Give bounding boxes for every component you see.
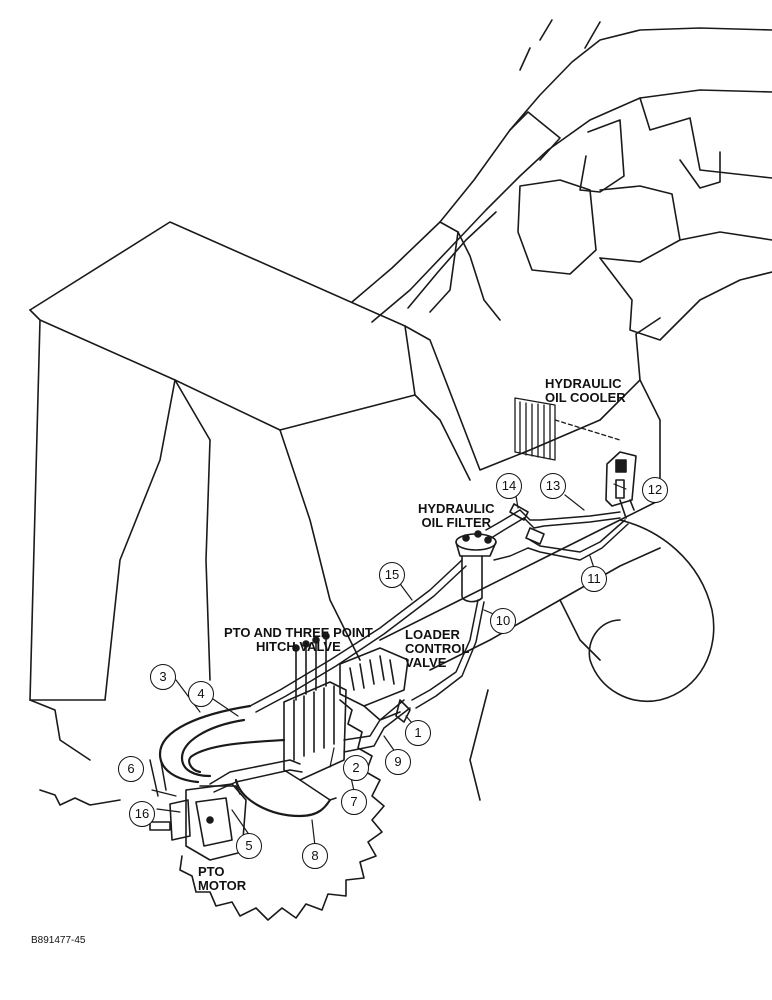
rear-wheel-right-outline [588, 519, 715, 702]
tractor-hood-outline [29, 221, 601, 701]
callout-9: 9 [385, 749, 411, 775]
loader-boom-outline [351, 19, 772, 341]
callout-4: 4 [188, 681, 214, 707]
hose-15 [249, 559, 463, 707]
loader-valve-shape [339, 647, 411, 723]
callout-6: 6 [118, 756, 144, 782]
label-hydraulic-oil-filter: HYDRAULIC OIL FILTER [418, 501, 495, 530]
callout-1: 1 [405, 720, 431, 746]
hose-10 [411, 599, 479, 701]
hoses-3-4 [158, 704, 286, 784]
callout-16: 16 [129, 801, 155, 827]
fitting-block-12 [605, 451, 637, 519]
fittings-14 [509, 503, 545, 545]
oil-filter-shape [455, 530, 497, 603]
callout-10: 10 [490, 608, 516, 634]
callout-8: 8 [302, 843, 328, 869]
callout-3: 3 [150, 664, 176, 690]
hose-8 [234, 778, 332, 818]
callout-15: 15 [379, 562, 405, 588]
callout-7: 7 [341, 789, 367, 815]
callout-13: 13 [540, 473, 566, 499]
callout-11: 11 [581, 566, 607, 592]
figure-id: B891477-45 [31, 935, 86, 946]
callout-2: 2 [343, 755, 369, 781]
front-wheel-outline [179, 699, 385, 921]
callout-14: 14 [496, 473, 522, 499]
leader-lines [151, 483, 627, 847]
label-loader-control-valve: LOADER CONTROL VALVE [405, 627, 470, 670]
callout-12: 12 [642, 477, 668, 503]
pto-motor-shape [149, 783, 247, 861]
callout-5: 5 [236, 833, 262, 859]
ground-line [39, 789, 121, 806]
oil-cooler-shape [514, 397, 621, 461]
label-pto-hitch-valve: PTO AND THREE POINT HITCH VALVE [224, 625, 373, 654]
oil-lines-11-13 [485, 509, 629, 561]
label-hydraulic-oil-cooler: HYDRAULIC OIL COOLER [545, 376, 626, 405]
tractor-frame-outline [379, 317, 661, 801]
label-pto-motor: PTO MOTOR [198, 864, 247, 893]
pto-hitch-valve-shape [283, 632, 347, 781]
